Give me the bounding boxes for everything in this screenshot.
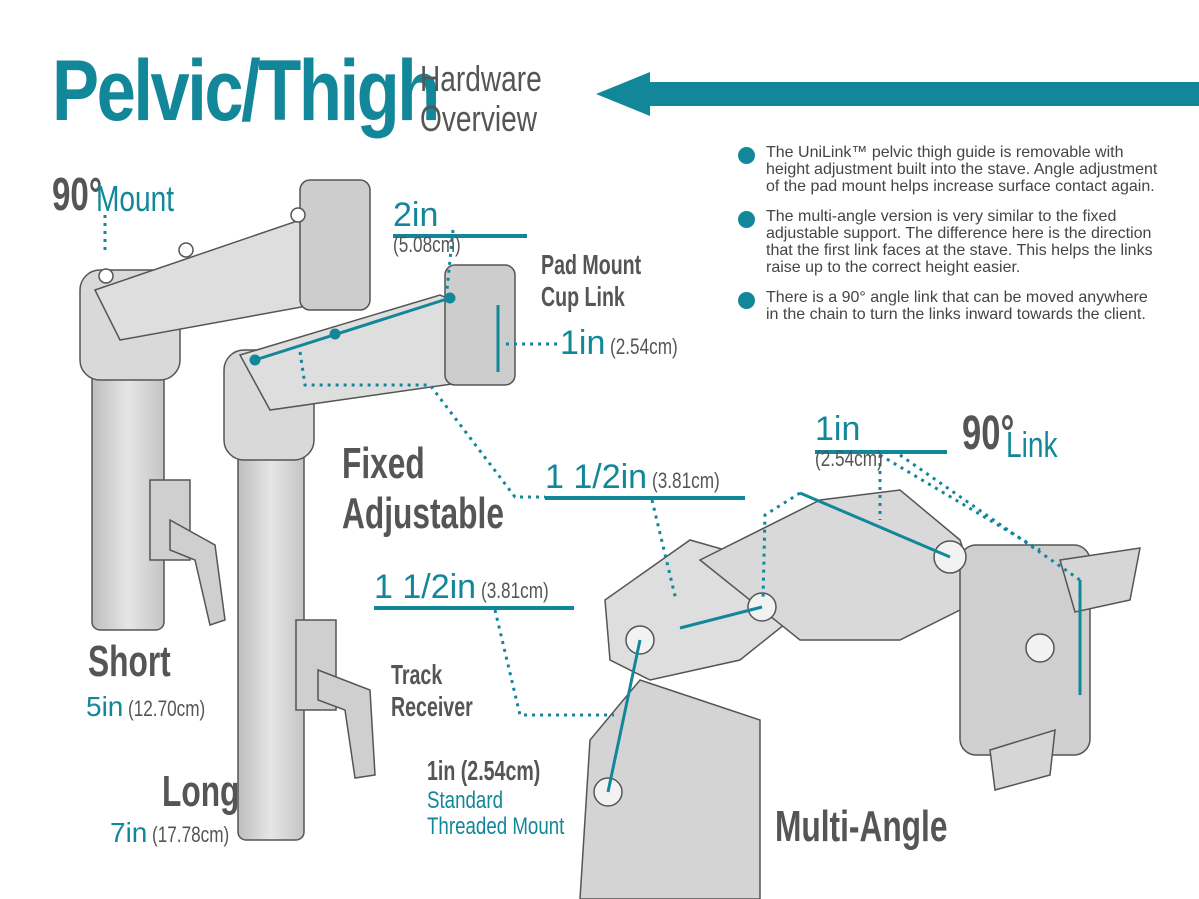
- page-title: Pelvic/Thigh: [52, 43, 440, 139]
- track-label-2: Receiver: [391, 691, 473, 722]
- standard-mount-label-2: Threaded Mount: [427, 813, 565, 840]
- bullet-icon: [738, 211, 755, 228]
- measurement-long: 7in (17.78cm): [110, 817, 230, 848]
- measurement-1-5in-lower: 1 1/2in (3.81cm): [374, 570, 574, 610]
- measurement-short: 5in (12.70cm): [86, 691, 206, 722]
- short-label: Short: [88, 637, 171, 686]
- measurement-lines: [249, 292, 1082, 793]
- mount-label: Mount: [96, 178, 175, 219]
- measurement-2in: 2in (5.08cm): [393, 198, 527, 257]
- list-item: There is a 90° angle link that can be mo…: [738, 289, 1158, 323]
- list-item: The UniLink™ pelvic thigh guide is remov…: [738, 144, 1158, 195]
- track-label-1: Track: [391, 659, 443, 690]
- short-mount-assembly: [79, 179, 371, 631]
- pad-mount-label-1: Pad Mount: [541, 249, 642, 280]
- link-label: Link: [1006, 424, 1058, 465]
- multi-angle-assembly: [579, 489, 1141, 899]
- standard-mount-size: 1in (2.54cm): [427, 755, 541, 786]
- pad-mount-label-2: Cup Link: [541, 281, 625, 312]
- mount-degree-label: 90°: [52, 168, 103, 220]
- long-label: Long: [162, 767, 240, 816]
- fixed-label-1: Fixed: [342, 439, 425, 488]
- bullet-icon: [738, 292, 755, 309]
- description-list: The UniLink™ pelvic thigh guide is remov…: [738, 144, 1158, 336]
- measurement-1-5in-upper: 1 1/2in (3.81cm): [545, 460, 745, 500]
- leader-lines: [103, 215, 1081, 717]
- measurement-1in-pad: 1in (2.54cm): [560, 324, 678, 362]
- title-line-2: Overview: [420, 98, 538, 139]
- header-arrow: [596, 72, 1199, 116]
- list-item: The multi-angle version is very similar …: [738, 208, 1158, 276]
- fixed-label-2: Adjustable: [342, 489, 504, 538]
- measurement-1in-link: 1in (2.54cm): [815, 412, 947, 471]
- long-fixed-assembly: [223, 264, 516, 841]
- title-line-1: Hardware: [420, 58, 542, 99]
- standard-mount-label-1: Standard: [427, 787, 503, 814]
- bullet-icon: [738, 147, 755, 164]
- link-degree-label: 90°: [962, 407, 1015, 460]
- multi-angle-label: Multi-Angle: [775, 802, 948, 851]
